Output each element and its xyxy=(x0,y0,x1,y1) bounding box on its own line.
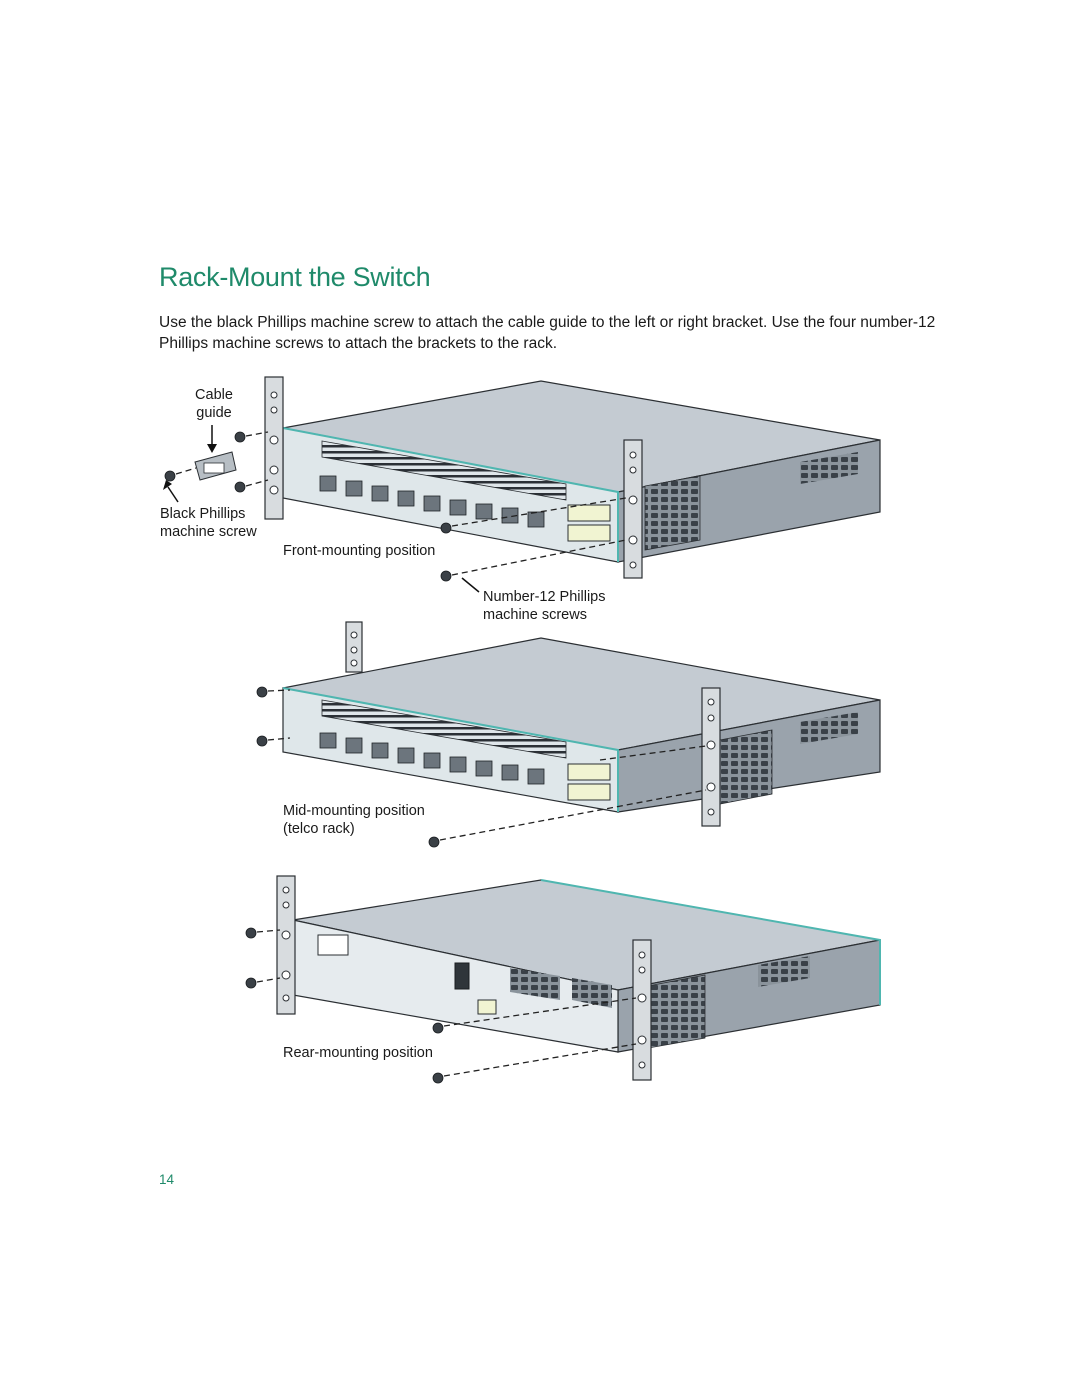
intro-paragraph: Use the black Phillips machine screw to … xyxy=(159,314,936,352)
page-title: Rack-Mount the Switch xyxy=(159,262,431,292)
callout-number12-screws: Number-12 Phillips machine screws xyxy=(483,588,606,624)
callout-black-screw-line1: Black Phillips xyxy=(160,506,246,522)
callout-front-position: Front-mounting position xyxy=(283,543,436,559)
callout-mid-position: Mid-mounting position (telco rack) xyxy=(283,802,425,838)
rear-mount-figure xyxy=(245,875,881,1084)
callout-black-screw: Black Phillips machine screw xyxy=(160,505,257,541)
page-number: 14 xyxy=(159,1172,175,1187)
callout-cable-guide-line1: Cable xyxy=(195,387,233,403)
callout-mid-position-line1: Mid-mounting position xyxy=(283,803,425,819)
mid-mount-figure xyxy=(256,621,881,848)
callout-black-screw-line2: machine screw xyxy=(160,524,257,540)
callout-number12-line2: machine screws xyxy=(483,607,587,623)
callout-cable-guide: Cable guide xyxy=(193,386,235,422)
callout-rear-position: Rear-mounting position xyxy=(283,1045,433,1061)
front-mount-figure xyxy=(163,376,881,593)
callout-number12-line1: Number-12 Phillips xyxy=(483,589,606,605)
callout-mid-position-line2: (telco rack) xyxy=(283,821,355,837)
callout-cable-guide-line2: guide xyxy=(196,405,232,421)
